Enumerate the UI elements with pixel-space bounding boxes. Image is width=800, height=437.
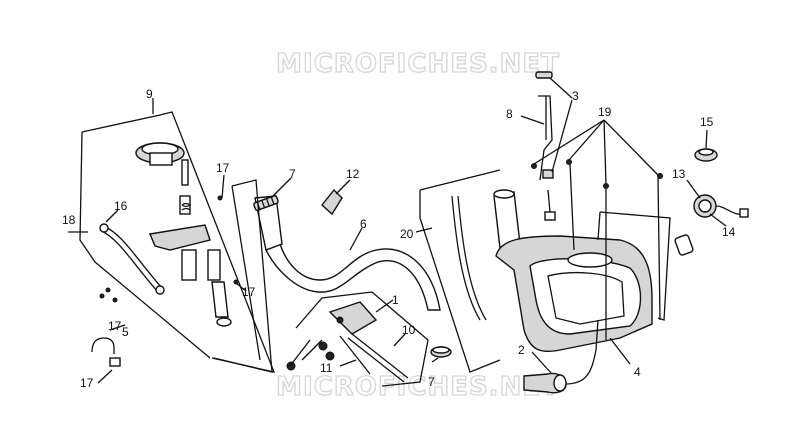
callout-17-right: 17 — [242, 285, 256, 299]
callout-14: 14 — [722, 225, 736, 239]
fuel-pump-bracket-assembly — [286, 291, 429, 387]
callout-7-upper: 7 — [289, 167, 296, 181]
callout-9: 9 — [146, 87, 153, 101]
callout-19: 19 — [598, 105, 612, 119]
callout-7-lower: 7 — [428, 375, 435, 389]
callout-4: 4 — [634, 365, 641, 379]
callout-17-upper: 17 — [216, 161, 230, 175]
watermark-top: MICROFICHES.NET — [276, 49, 560, 79]
callout-11: 11 — [320, 361, 333, 375]
clip-3-bottom — [542, 169, 554, 179]
nut-11c — [325, 351, 335, 361]
hose-main — [265, 243, 441, 311]
fuel-pump-bracket — [328, 301, 378, 335]
callout-10: 10 — [402, 323, 416, 337]
vent-tube-assembly — [415, 169, 501, 373]
callout-8: 8 — [506, 107, 513, 121]
callout-20: 20 — [400, 227, 414, 241]
watermark-bottom: MICROFICHES.NET — [276, 372, 560, 402]
callout-12: 12 — [346, 167, 360, 181]
bracket-12 — [321, 188, 343, 216]
callout-2: 2 — [518, 343, 525, 357]
callout-1: 1 — [392, 293, 399, 307]
nut-11b — [318, 341, 328, 351]
filler-neck-assembly — [68, 98, 276, 384]
callout-17-lower: 17 — [80, 376, 94, 390]
callout-13: 13 — [672, 167, 686, 181]
clip-3-top — [535, 71, 553, 79]
callout-5: 5 — [122, 325, 129, 339]
callout-18: 18 — [62, 213, 76, 227]
filler-neck-body — [149, 224, 211, 251]
callout-3: 3 — [572, 89, 579, 103]
callout-17-middle: 17 — [108, 319, 122, 333]
callout-16: 16 — [114, 199, 128, 213]
nut-11a — [286, 361, 296, 371]
fuel-hose-assembly — [213, 177, 452, 373]
callout-6: 6 — [360, 217, 367, 231]
fuel-tank-assembly — [493, 71, 749, 394]
callout-15: 15 — [700, 115, 714, 129]
